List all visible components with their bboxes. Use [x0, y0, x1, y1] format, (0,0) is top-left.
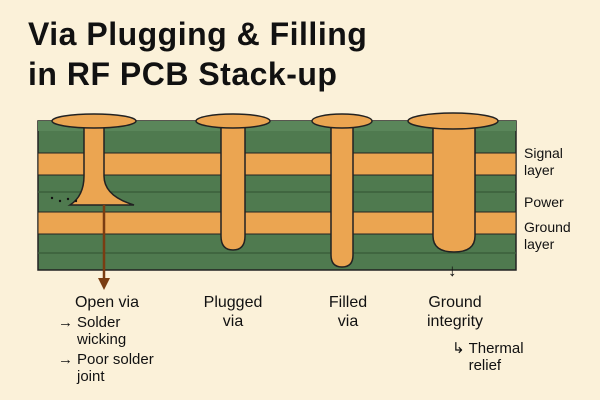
- solder-void: [50, 196, 54, 200]
- ground-via: [407, 112, 499, 253]
- filled-via-barrel: [330, 123, 354, 268]
- ground-layer-text: Ground layer: [524, 219, 571, 252]
- title-line-2: in RF PCB Stack-up: [28, 56, 338, 92]
- ground-arrow-icon: ↓: [448, 262, 457, 279]
- power-layer-copper: [37, 211, 517, 235]
- thermal-relief-text: Thermal relief: [468, 340, 524, 374]
- plugged-via-pad: [195, 113, 271, 129]
- open-via-pad: [51, 113, 137, 129]
- title-line-1: Via Plugging & Filling: [28, 16, 368, 52]
- diagram-title: Via Plugging & Filling in RF PCB Stack-u…: [28, 14, 367, 94]
- solder-wicking-text: Solder wicking: [77, 314, 127, 348]
- ground-via-barrel: [432, 123, 476, 253]
- plugged-via-caption-text: Plugged via: [203, 294, 263, 330]
- open-via: [50, 113, 137, 206]
- open-via-caption: Open via: [52, 293, 162, 312]
- right-arrow-icon: →: [58, 314, 73, 331]
- plugged-via-caption: Plugged via: [180, 293, 286, 331]
- wicking-arrow: [98, 205, 110, 290]
- poor-solder-joint-note: → Poor solder joint: [58, 351, 154, 385]
- signal-layer-text: Signal layer: [524, 145, 563, 178]
- thermal-relief-note: ↳ Thermal relief: [452, 340, 524, 374]
- plugged-via-barrel: [220, 123, 246, 251]
- poor-solder-joint-text: Poor solder joint: [77, 351, 154, 385]
- open-via-barrel: [67, 125, 135, 206]
- wicking-arrow-head: [98, 278, 110, 290]
- ground-layer-label: Ground layer: [524, 219, 571, 253]
- filled-via: [311, 113, 373, 268]
- signal-layer-copper: [37, 152, 517, 176]
- solder-void: [66, 197, 70, 201]
- filled-via-caption-text: Filled via: [328, 294, 368, 330]
- power-layer-label: Power: [524, 194, 564, 211]
- solder-void: [58, 199, 62, 203]
- right-arrow-icon: →: [58, 351, 73, 368]
- ground-via-caption: Ground integrity: [400, 293, 510, 331]
- power-layer-text: Power: [524, 194, 564, 210]
- corner-arrow-icon: ↳: [452, 340, 465, 357]
- filled-via-pad: [311, 113, 373, 129]
- solder-void: [74, 199, 78, 203]
- ground-via-pad: [407, 112, 499, 130]
- signal-layer-label: Signal layer: [524, 145, 563, 179]
- filled-via-caption: Filled via: [300, 293, 396, 331]
- ground-arrow-glyph: ↓: [448, 261, 457, 280]
- plugged-via: [195, 113, 271, 251]
- ground-via-caption-text: Ground integrity: [426, 294, 484, 330]
- solder-wicking-note: → Solder wicking: [58, 314, 126, 348]
- board-top-edge: [38, 121, 516, 131]
- open-via-caption-text: Open via: [74, 294, 140, 311]
